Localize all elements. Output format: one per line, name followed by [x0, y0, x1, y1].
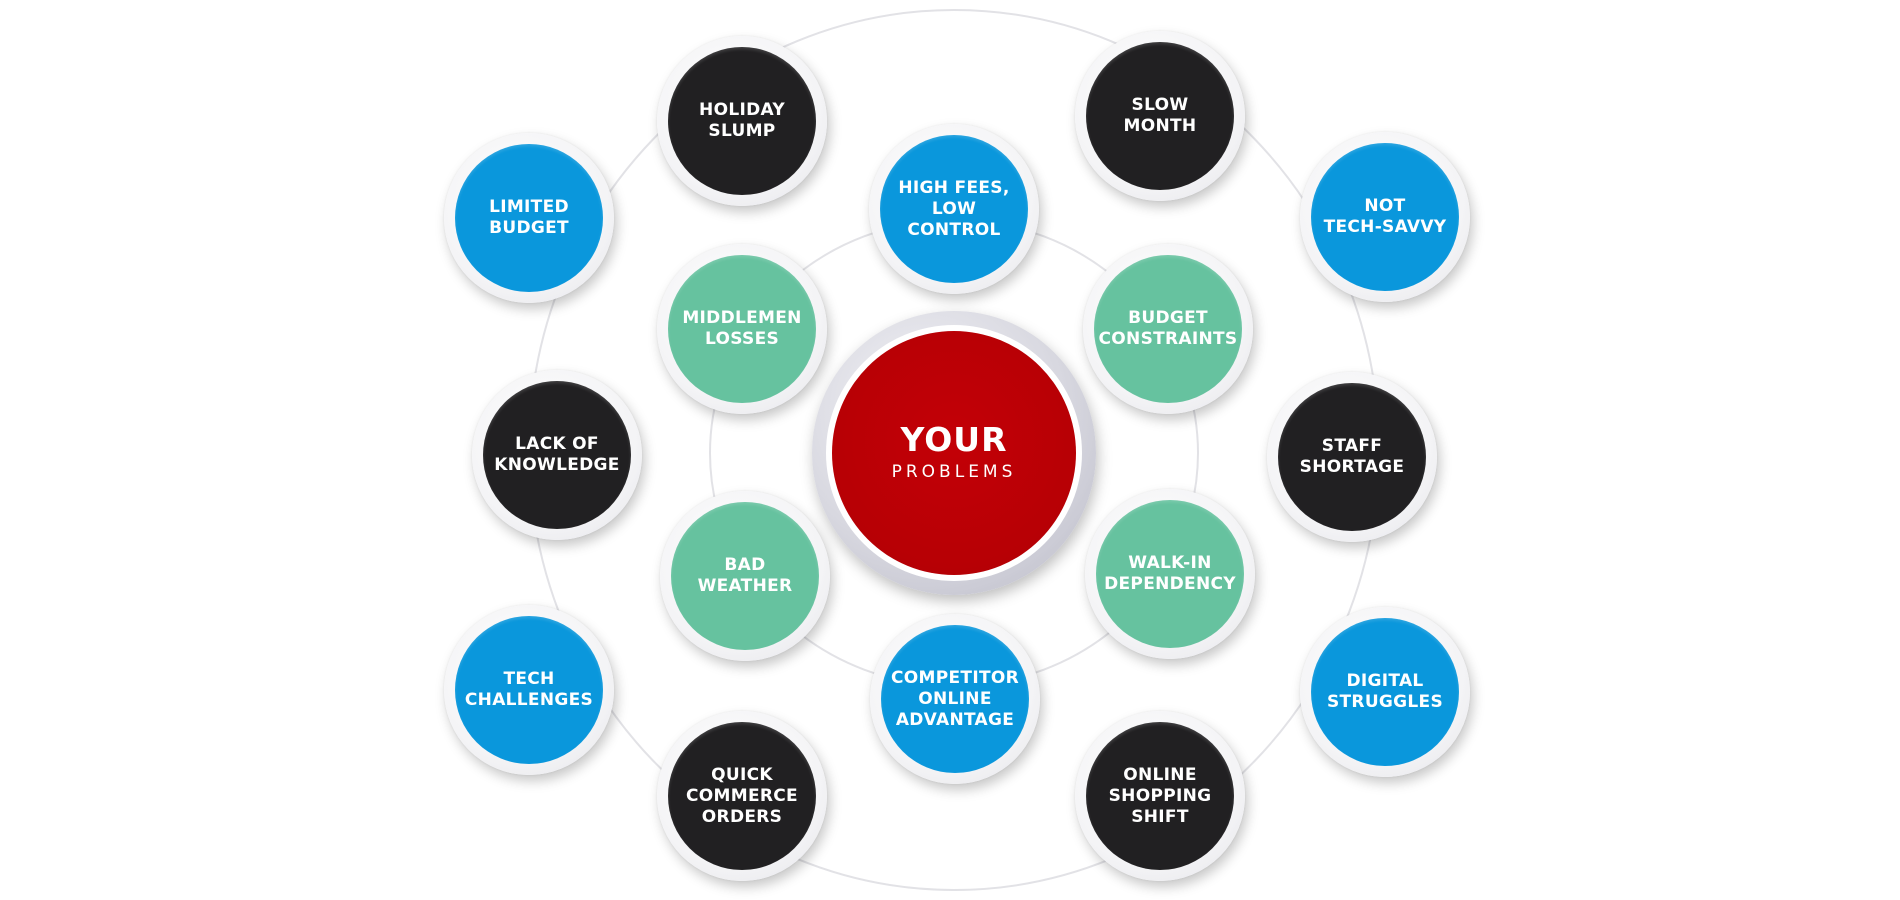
problem-holiday-slump: HOLIDAY SLUMP [657, 36, 827, 206]
problem-budget-constraints: BUDGET CONSTRAINTS [1083, 244, 1253, 414]
problem-circle: DIGITAL STRUGGLES [1311, 618, 1459, 766]
problem-label: COMPETITOR ONLINE ADVANTAGE [891, 667, 1019, 730]
problem-label: BUDGET CONSTRAINTS [1098, 308, 1238, 349]
problem-competitor-online-advantage: COMPETITOR ONLINE ADVANTAGE [870, 614, 1040, 784]
problem-lack-of-knowledge: LACK OF KNOWLEDGE [472, 370, 642, 540]
problem-circle: STAFF SHORTAGE [1278, 383, 1426, 531]
problem-label: LACK OF KNOWLEDGE [494, 434, 620, 475]
problem-circle: MIDDLEMEN LOSSES [668, 255, 816, 403]
problem-circle: NOT TECH-SAVVY [1311, 143, 1459, 291]
problem-circle: LIMITED BUDGET [455, 144, 603, 292]
center-title: YOUR [900, 420, 1008, 459]
problem-tech-challenges: TECH CHALLENGES [444, 605, 614, 775]
problem-label: HIGH FEES, LOW CONTROL [898, 177, 1010, 240]
problem-middlemen-losses: MIDDLEMEN LOSSES [657, 244, 827, 414]
problem-label: QUICK COMMERCE ORDERS [686, 764, 798, 827]
problem-not-tech-savvy: NOT TECH-SAVVY [1300, 132, 1470, 302]
problem-limited-budget: LIMITED BUDGET [444, 133, 614, 303]
center-subtitle: PROBLEMS [891, 462, 1017, 482]
problem-circle: WALK-IN DEPENDENCY [1096, 500, 1244, 648]
problem-label: ONLINE SHOPPING SHIFT [1108, 764, 1212, 827]
problem-circle: LACK OF KNOWLEDGE [483, 381, 631, 529]
problem-label: DIGITAL STRUGGLES [1326, 671, 1444, 712]
problem-walk-in-dependency: WALK-IN DEPENDENCY [1085, 489, 1255, 659]
problem-high-fees-low-control: HIGH FEES, LOW CONTROL [869, 124, 1039, 294]
problem-circle: COMPETITOR ONLINE ADVANTAGE [881, 625, 1029, 773]
problem-digital-struggles: DIGITAL STRUGGLES [1300, 607, 1470, 777]
problem-label: STAFF SHORTAGE [1299, 436, 1405, 477]
problem-circle: ONLINE SHOPPING SHIFT [1086, 722, 1234, 870]
problem-circle: HIGH FEES, LOW CONTROL [880, 135, 1028, 283]
center-hub: YOUR PROBLEMS [812, 311, 1096, 595]
center-hub-circle: YOUR PROBLEMS [832, 331, 1076, 575]
problem-label: BAD WEATHER [697, 555, 793, 596]
problem-label: TECH CHALLENGES [464, 669, 594, 710]
problem-label: LIMITED BUDGET [489, 197, 569, 238]
problem-label: SLOW MONTH [1123, 95, 1197, 136]
problem-label: WALK-IN DEPENDENCY [1104, 553, 1236, 594]
problem-bad-weather: BAD WEATHER [660, 491, 830, 661]
problem-circle: SLOW MONTH [1086, 42, 1234, 190]
problem-circle: TECH CHALLENGES [455, 616, 603, 764]
problem-circle: BAD WEATHER [671, 502, 819, 650]
center-hub-border: YOUR PROBLEMS [826, 325, 1082, 581]
problem-circle: QUICK COMMERCE ORDERS [668, 722, 816, 870]
problem-circle: HOLIDAY SLUMP [668, 47, 816, 195]
problem-label: HOLIDAY SLUMP [699, 100, 785, 141]
problem-circle: BUDGET CONSTRAINTS [1094, 255, 1242, 403]
problem-label: MIDDLEMEN LOSSES [682, 308, 802, 349]
problem-quick-commerce-orders: QUICK COMMERCE ORDERS [657, 711, 827, 881]
problem-label: NOT TECH-SAVVY [1323, 196, 1447, 237]
problem-staff-shortage: STAFF SHORTAGE [1267, 372, 1437, 542]
problem-online-shopping-shift: ONLINE SHOPPING SHIFT [1075, 711, 1245, 881]
problem-slow-month: SLOW MONTH [1075, 31, 1245, 201]
